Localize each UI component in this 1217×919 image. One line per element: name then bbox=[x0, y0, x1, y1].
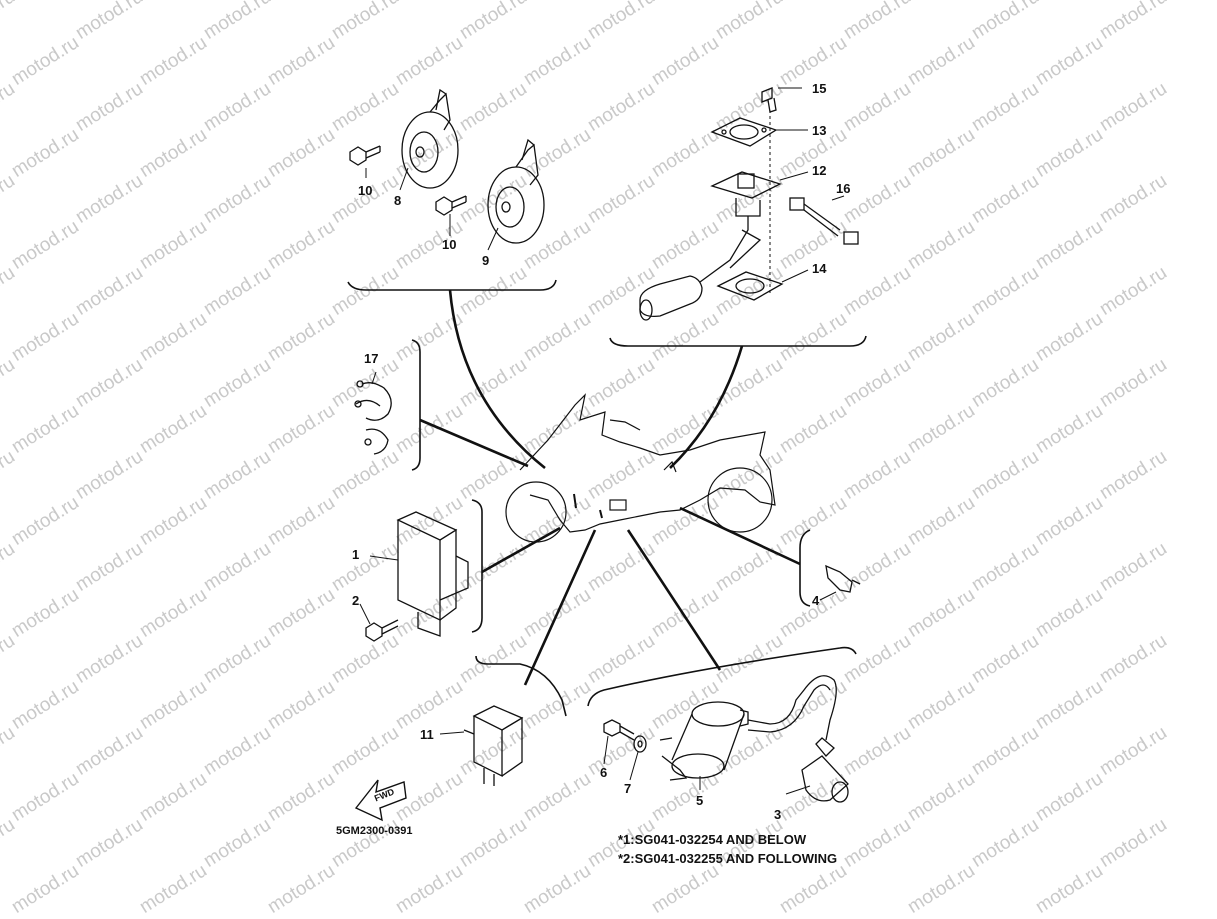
callout-2: 2 bbox=[352, 593, 360, 608]
diagram-code: 5GM2300-0391 bbox=[336, 825, 413, 837]
serial-note-1: *1:SG041-032254 AND BELOW bbox=[618, 832, 807, 847]
gasket-14 bbox=[716, 271, 784, 301]
callout-5: 5 bbox=[696, 793, 704, 808]
callout-11: 11 bbox=[420, 727, 434, 742]
callout-15: 15 bbox=[812, 81, 827, 96]
serial-note-2: *2:SG041-032255 AND FOLLOWING bbox=[618, 851, 838, 866]
bolt-6 bbox=[603, 719, 635, 741]
neutral-switch-4 bbox=[825, 564, 861, 593]
callout-8: 8 bbox=[394, 193, 402, 208]
callout-9: 9 bbox=[482, 253, 490, 268]
lead-16 bbox=[789, 197, 859, 245]
relay-11 bbox=[463, 705, 524, 786]
callout-17: 17 bbox=[364, 351, 379, 366]
motorcycle-silhouette bbox=[505, 393, 776, 543]
callout-3: 3 bbox=[774, 807, 782, 822]
horn-8 bbox=[401, 88, 459, 189]
bolt-2 bbox=[365, 619, 399, 642]
callout-10a: 10 bbox=[358, 183, 373, 198]
screw-15 bbox=[761, 87, 777, 113]
group-frames bbox=[347, 279, 867, 717]
callout-6: 6 bbox=[600, 765, 608, 780]
plate-13 bbox=[710, 117, 778, 147]
callout-1: 1 bbox=[352, 547, 360, 562]
washer-7 bbox=[633, 735, 647, 753]
ignition-coil-5 bbox=[659, 675, 837, 781]
callout-12: 12 bbox=[812, 163, 827, 178]
bolts-10 bbox=[349, 145, 467, 216]
fwd-arrow-icon bbox=[354, 779, 407, 822]
callout-7: 7 bbox=[624, 781, 632, 796]
horn-9 bbox=[487, 138, 545, 244]
callout-leaders bbox=[359, 87, 845, 795]
spark-plug-cap-3 bbox=[801, 737, 849, 803]
callout-14: 14 bbox=[812, 261, 827, 276]
leader-lines bbox=[419, 289, 801, 686]
callout-13: 13 bbox=[812, 123, 827, 138]
callout-16: 16 bbox=[836, 181, 851, 196]
fuel-sender-12 bbox=[639, 171, 782, 321]
clamp-17 bbox=[354, 380, 392, 455]
cdi-unit-1 bbox=[396, 511, 469, 637]
callout-4: 4 bbox=[812, 593, 820, 608]
callout-10b: 10 bbox=[442, 237, 457, 252]
